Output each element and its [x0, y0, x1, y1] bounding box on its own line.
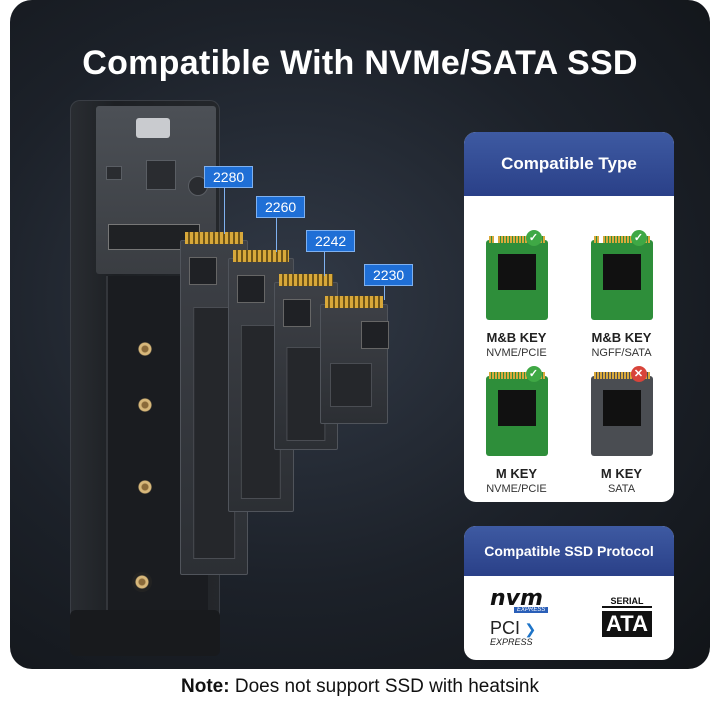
m2-card-icon: ✓ [485, 230, 548, 320]
length-tag-2242: 2242 [306, 230, 356, 252]
ssd-controller [189, 257, 217, 285]
key-type-item: ✓ M KEY NVME/PCIE [464, 366, 569, 495]
gold-fingers [325, 296, 383, 308]
key-label: M KEY [600, 466, 643, 481]
ssd-controller [283, 299, 311, 327]
gold-fingers [233, 250, 289, 262]
pci-express-logo: PCI ❯ EXPRESS [490, 618, 537, 647]
check-icon: ✓ [525, 230, 542, 246]
b-notch [493, 235, 498, 243]
nand-chip [193, 307, 235, 559]
gold-fingers [488, 236, 545, 243]
small-chip [106, 166, 122, 180]
nand-chip [286, 347, 326, 441]
compatible-protocol-panel: Compatible SSD Protocol nvm EXPRESS PCI … [464, 526, 674, 660]
b-notch [598, 235, 603, 243]
cross-icon: ✕ [630, 366, 647, 382]
key-type-item: ✓ M&B KEY NGFF/SATA [569, 230, 674, 359]
key-label: M KEY [495, 466, 538, 481]
product-stage: Compatible With NVMe/SATA SSD [10, 0, 710, 669]
length-tag-2260: 2260 [256, 196, 306, 218]
standoff-2230 [138, 342, 152, 356]
ssd-controller [237, 275, 265, 303]
note-text: Note: Does not support SSD with heatsink [0, 676, 720, 698]
serial-ata-logo: SERIAL ATA [602, 596, 652, 637]
note-body: Does not support SSD with heatsink [229, 676, 539, 697]
usb-c-port [136, 118, 170, 138]
headline: Compatible With NVMe/SATA SSD [82, 44, 638, 82]
check-icon: ✓ [630, 230, 647, 246]
ssd-2230 [320, 296, 389, 424]
tag-line-2280 [224, 186, 225, 234]
protocol-label: NVME/PCIE [486, 347, 547, 359]
key-type-item: ✓ M&B KEY NVME/PCIE [464, 230, 569, 359]
chip [602, 254, 641, 290]
gold-fingers [593, 236, 650, 243]
gold-fingers [593, 372, 650, 379]
m2-card-icon: ✓ [590, 230, 653, 320]
m2-card-icon: ✓ [485, 366, 548, 456]
standoff-2242 [138, 398, 152, 412]
compatible-type-panel: Compatible Type ✓ M&B KEY NVME/PCIE [464, 132, 674, 502]
tag-line-2260 [276, 216, 277, 252]
compatible-protocol-title: Compatible SSD Protocol [464, 526, 674, 576]
end-cap [70, 610, 220, 656]
ssd-controller [361, 321, 389, 349]
gold-fingers [279, 274, 333, 286]
nand-chip [330, 363, 372, 407]
protocol-label: NGFF/SATA [591, 347, 652, 359]
chip [497, 390, 536, 426]
key-type-item: ✕ M KEY SATA [569, 366, 674, 495]
controller-chip [146, 160, 176, 190]
chip [497, 254, 536, 290]
length-tag-2230: 2230 [364, 264, 414, 286]
chip [602, 390, 641, 426]
gold-fingers [488, 372, 545, 379]
length-tag-2280: 2280 [204, 166, 254, 188]
protocol-label: SATA [607, 483, 636, 495]
tag-line-2230 [384, 284, 385, 300]
standoff-2280 [132, 572, 152, 592]
compatible-type-title: Compatible Type [464, 132, 674, 196]
gold-fingers [185, 232, 243, 244]
m2-card-icon: ✕ [590, 366, 653, 456]
key-label: M&B KEY [486, 330, 547, 345]
nvme-logo: nvm EXPRESS [490, 586, 549, 613]
tag-line-2242 [324, 250, 325, 276]
standoff-2260 [138, 480, 152, 494]
protocol-label: NVME/PCIE [486, 483, 547, 495]
note-prefix: Note: [181, 676, 230, 697]
key-label: M&B KEY [591, 330, 652, 345]
check-icon: ✓ [525, 366, 542, 382]
